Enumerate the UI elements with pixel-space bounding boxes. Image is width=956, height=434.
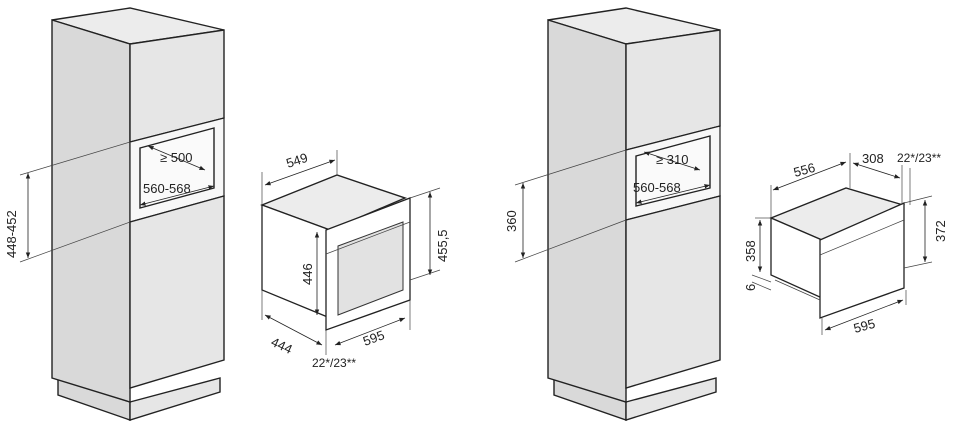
right-cabinet: [547, 7, 721, 421]
left-niche-dimensions: 448-452 ≥ 500 560-568: [4, 141, 215, 263]
oven-body-height-label: 446: [300, 263, 315, 285]
gap-label: 6: [743, 284, 758, 291]
oven-width-label: 595: [361, 327, 387, 349]
right-appliance: [769, 187, 906, 319]
panel-thickness-label: 22*/23**: [312, 356, 356, 370]
niche-width-label: 560-568: [633, 180, 681, 195]
right-appliance-dimensions: 556 308 22*/23** 372 358 6 595: [743, 151, 948, 336]
niche-height-label: 448-452: [4, 210, 19, 258]
appliance-width-label: 595: [852, 316, 877, 336]
oven-front-height-label: 455,5: [435, 229, 450, 262]
left-oven-dimensions: 549 455,5 446 444 595 22*/23**: [261, 150, 450, 370]
appliance-front-depth-label: 308: [862, 151, 884, 166]
oven-depth-label: 549: [284, 150, 309, 171]
left-oven: [260, 174, 411, 331]
panel-thickness-label: 22*/23**: [897, 151, 941, 165]
niche-depth-label: ≥ 500: [160, 150, 192, 165]
appliance-depth-label: 556: [792, 160, 817, 180]
appliance-front-height-label: 372: [933, 220, 948, 242]
left-cabinet: [51, 7, 225, 421]
niche-height-label: 360: [504, 210, 519, 232]
oven-body-depth-label: 444: [269, 334, 295, 357]
niche-width-label: 560-568: [143, 181, 191, 196]
appliance-body-height-label: 358: [743, 240, 758, 262]
niche-depth-label: ≥ 310: [656, 152, 688, 167]
right-niche-dimensions: 360 ≥ 310 560-568: [504, 149, 711, 263]
